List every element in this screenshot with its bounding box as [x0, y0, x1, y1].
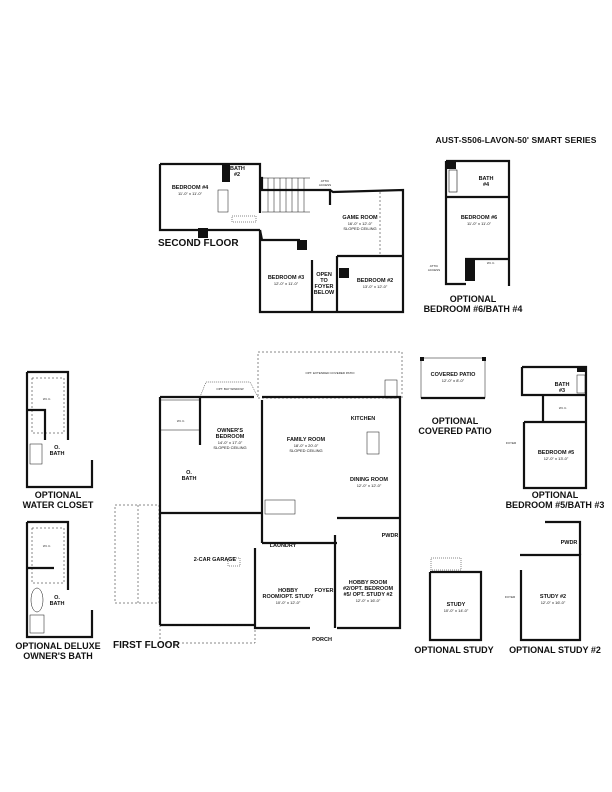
caption-optional-water-closet: OPTIONAL WATER CLOSET: [22, 490, 94, 510]
room-bedroom-5: BEDROOM #5 12'-0" x 13'-0": [537, 450, 575, 461]
note-opt-extended-patio: OPT. EXTENDED COVERED PATIO: [305, 371, 355, 375]
room-kitchen: KITCHEN: [350, 416, 376, 422]
room-bedroom-2: BEDROOM #2 13'-0" x 12'-0": [356, 278, 394, 289]
caption-optional-bedroom6: OPTIONAL BEDROOM #6/BATH #4: [423, 294, 523, 314]
note-opt-bay-window: OPT. BAY WINDOW: [216, 387, 244, 391]
room-o-bath: O. BATH: [181, 470, 197, 482]
first-floor-walls: [158, 395, 402, 630]
note-attic-access: ATTIC ACCESS: [427, 264, 441, 272]
room-o-bath: O. BATH: [49, 595, 65, 607]
note-wic: W.I.C.: [42, 397, 52, 401]
optional-bedroom6-walls: [444, 159, 511, 286]
room-open-to-foyer: OPEN TO FOYER BELOW: [313, 272, 335, 296]
caption-first-floor: FIRST FLOOR: [113, 640, 180, 651]
optional-study-walls: [428, 570, 483, 642]
room-porch: PORCH: [312, 637, 332, 643]
caption-optional-covered-patio: OPTIONAL COVERED PATIO: [418, 416, 492, 436]
room-bedroom-3: BEDROOM #3 12'-0" x 11'-0": [267, 275, 305, 286]
room-foyer: FOYER: [314, 588, 334, 594]
room-bedroom-6: BEDROOM #6 11'-0" x 11'-0": [460, 215, 498, 226]
optional-deluxe-bath-walls: [25, 520, 94, 639]
caption-optional-study2: OPTIONAL STUDY #2: [509, 645, 601, 655]
caption-second-floor: SECOND FLOOR: [158, 238, 239, 249]
note-foyer: FOYER: [504, 595, 516, 599]
note-wic: W.I.C.: [176, 419, 186, 423]
note-wic: W.I.C.: [558, 406, 568, 410]
room-owners-bedroom: OWNER'S BEDROOM 14'-0" x 17'-0" SLOPED C…: [213, 428, 247, 450]
room-game-room: GAME ROOM 16'-0" x 12'-0" SLOPED CEILING: [342, 215, 378, 231]
note-attic-access: ATTIC ACCESS: [318, 179, 332, 187]
room-study: STUDY 10'-0" x 14'-0": [443, 602, 469, 613]
optional-study2-walls: [519, 520, 582, 642]
note-foyer: FOYER: [505, 441, 517, 445]
room-dining-room: DINING ROOM 12'-0" x 12'-0": [350, 477, 388, 488]
room-bath-4: BATH #4: [478, 176, 494, 188]
optional-water-closet-walls: [25, 370, 94, 489]
caption-optional-bedroom5: OPTIONAL BEDROOM #5/BATH #3: [505, 490, 605, 510]
room-2-car-garage: 2-CAR GARAGE: [193, 557, 237, 563]
room-hobby-room-2: HOBBY ROOM #2/OPT. BEDROOM #5/ OPT. STUD…: [342, 580, 394, 603]
sheet-title: AUST-S506-LAVON-50' SMART SERIES: [435, 135, 597, 145]
room-bedroom-4: BEDROOM #4 11'-0" x 11'-0": [171, 185, 209, 196]
room-pwdr: PWDR: [560, 540, 578, 546]
room-family-room: FAMILY ROOM 18'-0" x 20'-0" SLOPED CEILI…: [286, 437, 326, 453]
room-hobby-room: HOBBY ROOM/OPT. STUDY 10'-0" x 12'-0": [262, 588, 314, 605]
room-laundry: LAUNDRY: [269, 543, 297, 549]
note-wic: W.I.C.: [486, 261, 496, 265]
room-covered-patio: COVERED PATIO 12'-0" x 8'-0": [430, 372, 476, 383]
caption-optional-deluxe-bath: OPTIONAL DELUXE OWNER'S BATH: [15, 641, 101, 661]
room-pwdr: PWDR: [381, 533, 399, 539]
room-study-2: STUDY #2 12'-0" x 16'-0": [539, 594, 567, 605]
optional-bedroom5-walls: [520, 365, 588, 490]
second-floor-walls: [158, 162, 405, 314]
room-o-bath: O. BATH: [49, 445, 65, 457]
room-bath-3: BATH #3: [554, 382, 570, 394]
note-wic: W.I.C.: [42, 544, 52, 548]
room-bath-2: BATH #2: [230, 166, 245, 178]
caption-optional-study: OPTIONAL STUDY: [414, 645, 494, 655]
